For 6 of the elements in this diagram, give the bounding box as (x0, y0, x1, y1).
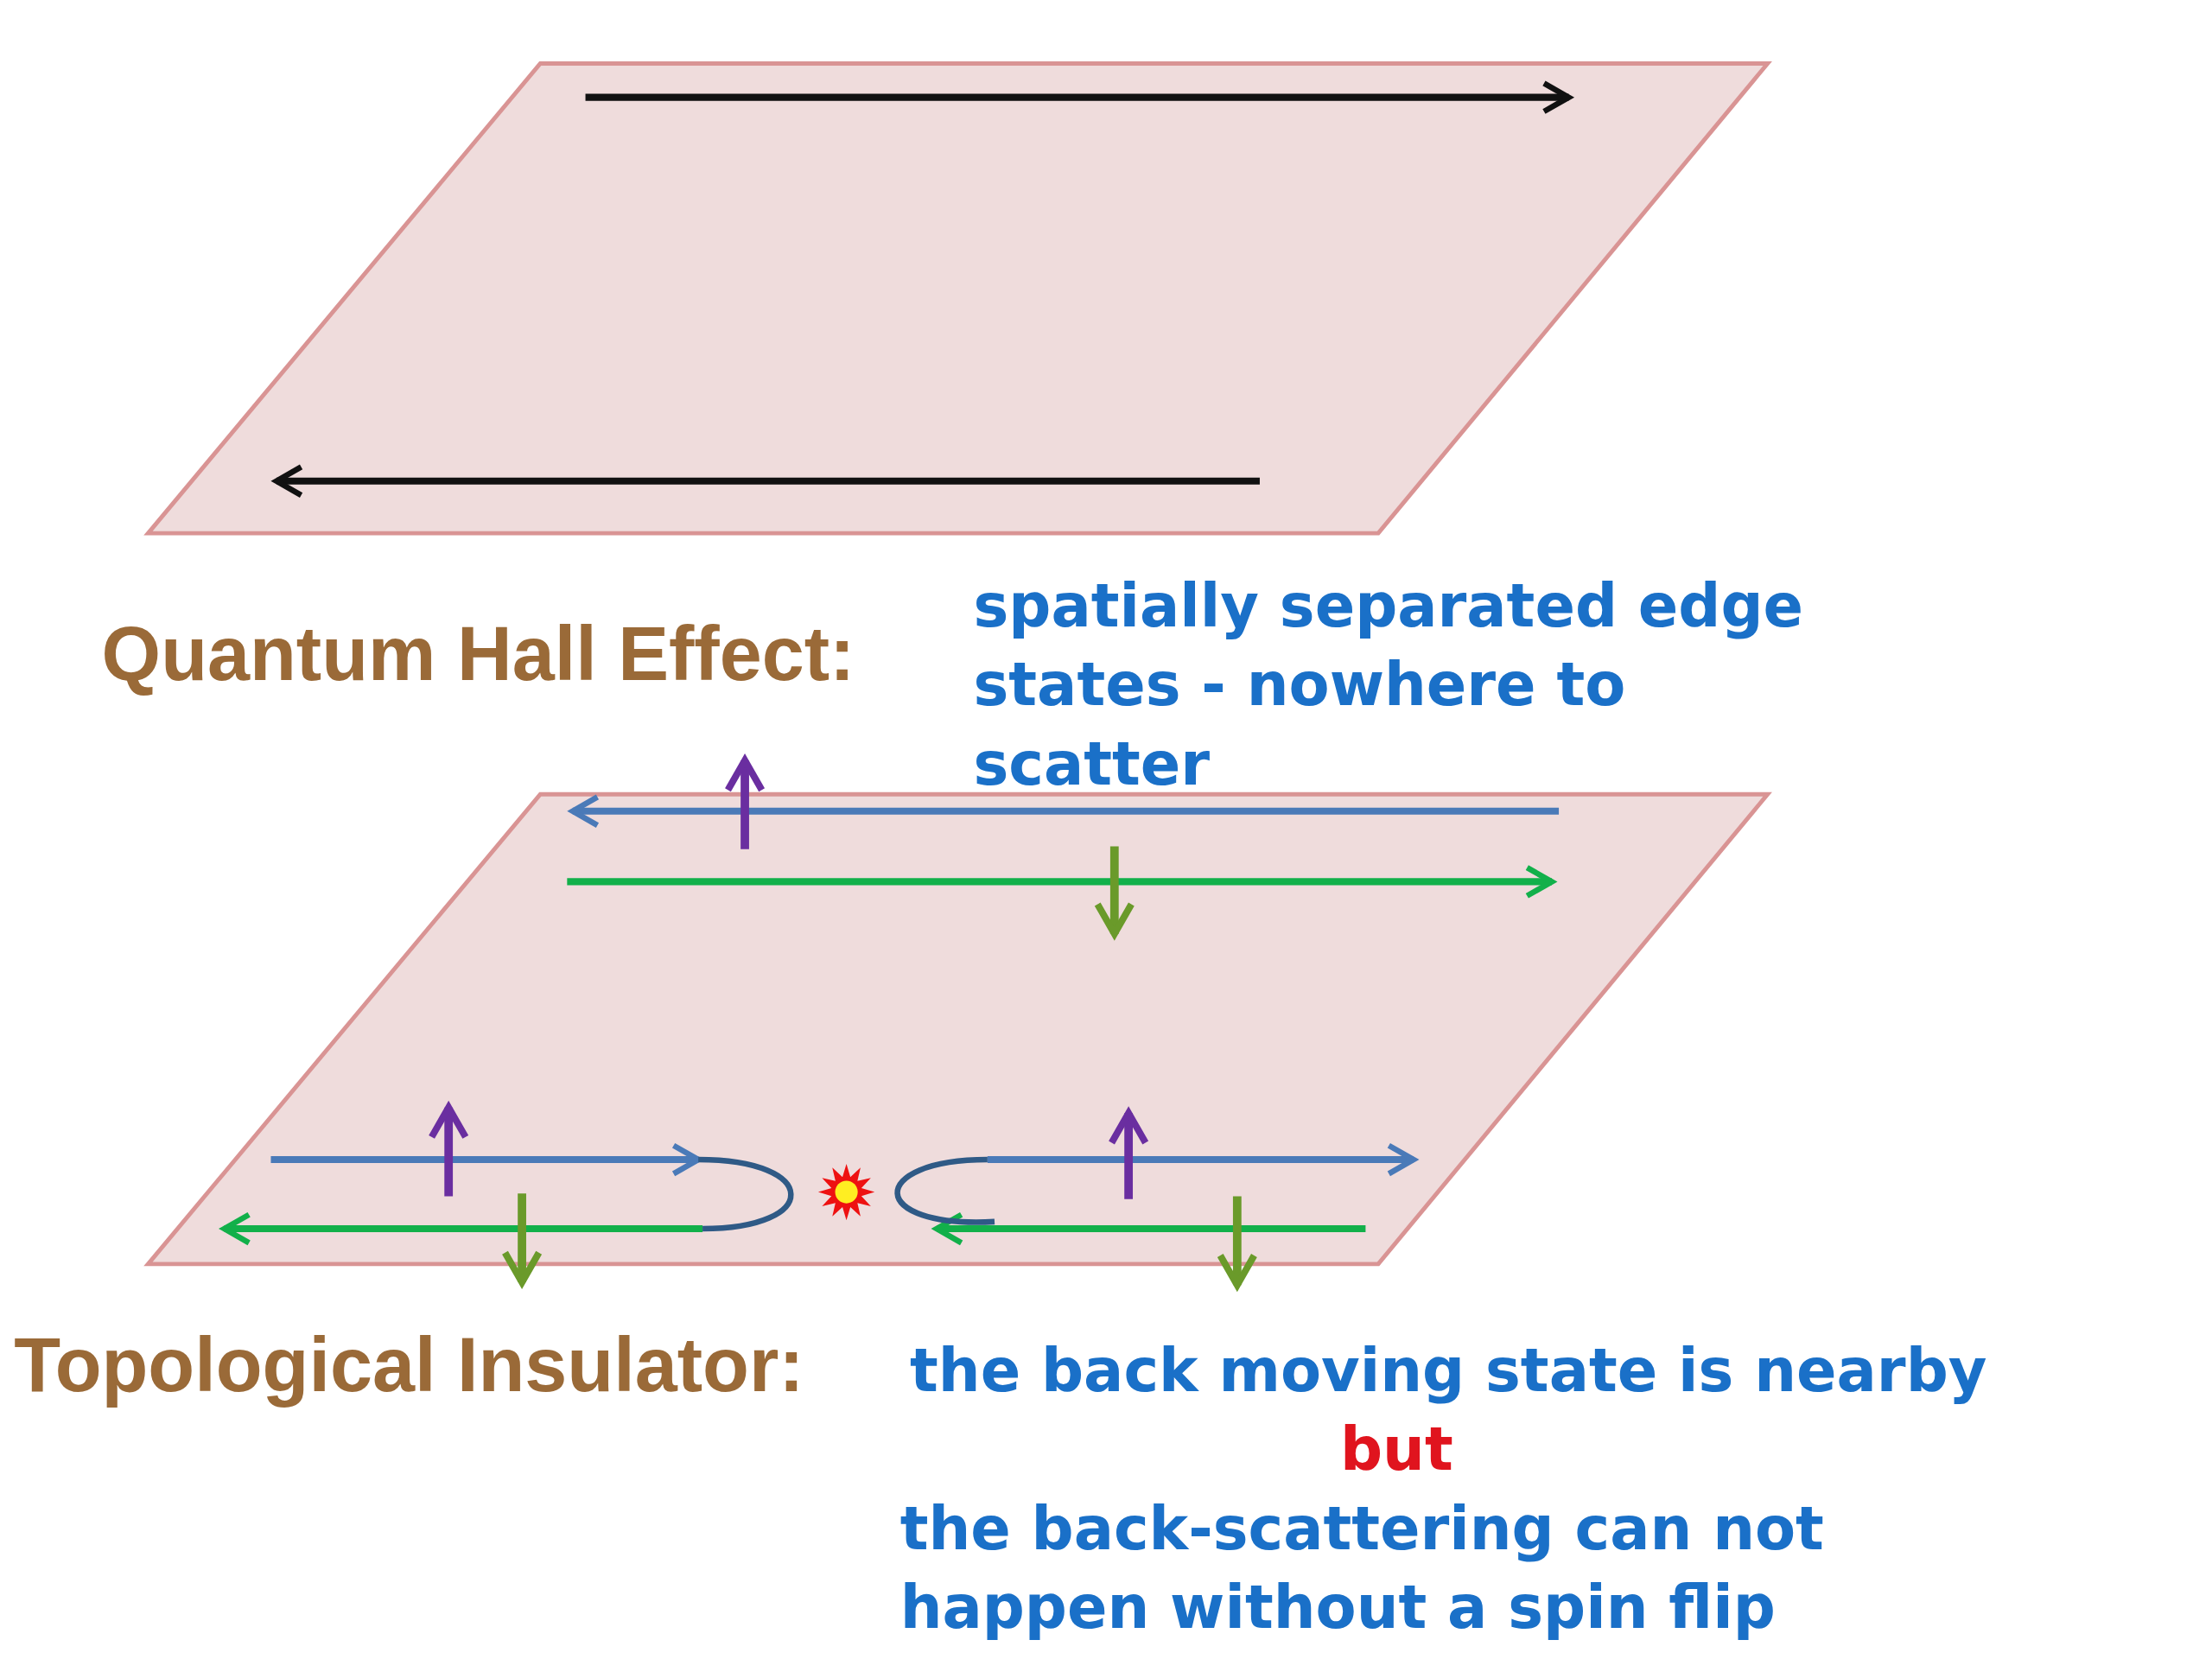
section-heading: Topological Insulator: (14, 1320, 804, 1408)
description-text: the back-scattering can not happen without a spin flip (899, 1493, 1825, 1644)
section-heading: Quantum Hall Effect: (101, 609, 855, 697)
description-text: spatially separated edge states - nowhere to scatter (973, 570, 1805, 801)
description-text: the back moving state is nearby (910, 1335, 1987, 1408)
emphasis-word: but (1340, 1414, 1453, 1486)
